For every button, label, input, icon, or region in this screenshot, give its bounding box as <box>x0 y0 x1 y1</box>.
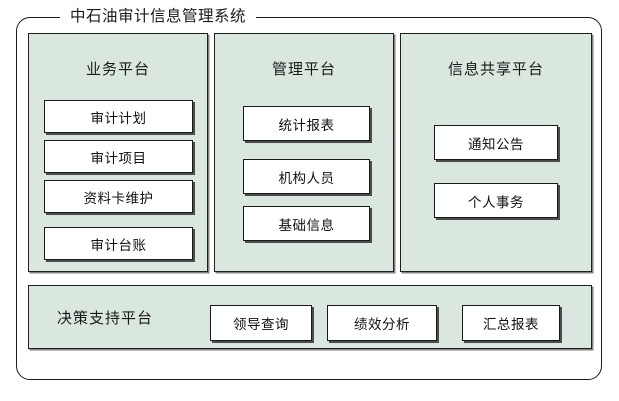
panel-decision-support-platform-title: 决策支持平台 <box>57 311 154 327</box>
module-datacard-maintenance[interactable]: 资料卡维护 <box>44 180 193 213</box>
module-leader-query[interactable]: 领导查询 <box>210 305 312 341</box>
module-audit-plan-label: 审计计划 <box>90 110 147 126</box>
module-datacard-maintenance-label: 资料卡维护 <box>83 190 154 206</box>
module-audit-project-label: 审计项目 <box>90 150 147 166</box>
module-org-personnel[interactable]: 机构人员 <box>243 159 370 194</box>
module-personal-affairs[interactable]: 个人事务 <box>434 183 558 218</box>
module-performance-analysis[interactable]: 绩效分析 <box>327 305 437 341</box>
panel-management-platform-title: 管理平台 <box>271 62 336 78</box>
module-notice-announcement-label: 通知公告 <box>468 136 524 152</box>
module-notice-announcement[interactable]: 通知公告 <box>434 125 558 160</box>
module-performance-analysis-label: 绩效分析 <box>354 317 410 332</box>
module-personal-affairs-label: 个人事务 <box>468 194 524 210</box>
module-summary-report[interactable]: 汇总报表 <box>462 305 560 341</box>
module-audit-plan[interactable]: 审计计划 <box>44 100 193 133</box>
module-audit-ledger[interactable]: 审计台账 <box>44 227 193 260</box>
module-audit-project[interactable]: 审计项目 <box>44 140 193 173</box>
module-statistical-report[interactable]: 统计报表 <box>243 106 370 141</box>
system-frame <box>16 17 602 380</box>
panel-business-platform-title: 业务平台 <box>85 62 150 78</box>
module-summary-report-label: 汇总报表 <box>483 317 539 332</box>
module-audit-ledger-label: 审计台账 <box>90 237 147 253</box>
system-title: 中石油审计信息管理系统 <box>60 7 256 27</box>
module-statistical-report-label: 统计报表 <box>278 117 335 133</box>
module-org-personnel-label: 机构人员 <box>278 170 335 186</box>
module-leader-query-label: 领导查询 <box>233 317 289 332</box>
module-basic-info-label: 基础信息 <box>278 217 335 233</box>
module-basic-info[interactable]: 基础信息 <box>243 206 370 241</box>
panel-information-sharing-platform-title: 信息共享平台 <box>447 62 544 78</box>
